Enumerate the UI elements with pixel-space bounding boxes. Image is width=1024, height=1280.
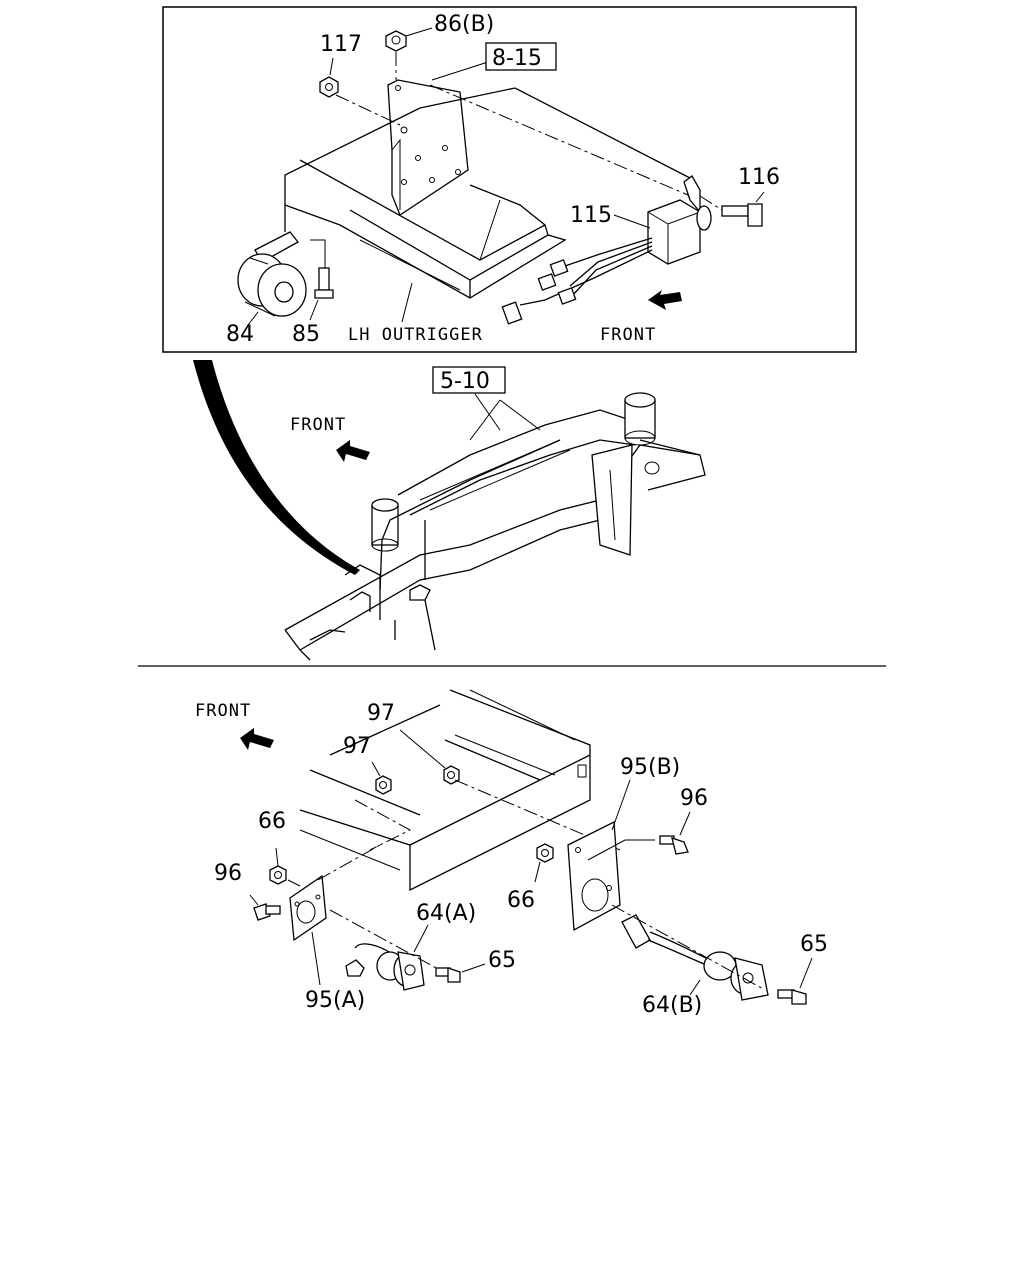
label-64b: 64(B) [642,993,702,1018]
nut-86b [385,27,433,52]
label-96-right: 96 [680,786,708,811]
label-66-right: 66 [507,888,535,913]
label-97-top: 97 [367,701,395,726]
plate-95a [289,874,327,986]
inset-frame [162,6,857,353]
bottom-trailer-socket-view: FRONT 97 97 95(B) 96 66 96 66 64(A) 65 9… [195,689,828,1018]
label-65-right: 65 [800,932,828,957]
label-84: 84 [226,322,254,347]
middle-frame-view: 5-10 FRONT [193,360,706,661]
connector-wires [501,237,653,325]
label-ref-8-15: 8-15 [492,46,542,71]
lh-outrigger-channel [284,159,567,299]
front-arrow-icon [648,290,682,310]
label-64a: 64(A) [416,901,476,926]
nut-117 [319,57,339,98]
label-front-middle: FRONT [290,415,346,435]
label-front-top: FRONT [600,325,656,345]
label-66-left: 66 [258,809,286,834]
label-96-left: 96 [214,861,242,886]
part-84-round-component [237,231,307,317]
frame-tank-right [624,392,656,446]
bolt-85 [309,239,334,321]
nut-97-a [375,775,392,795]
top-inset: 86(B) 117 8-15 116 115 84 85 LH OUTRIGGE… [162,6,857,353]
label-front-bottom: FRONT [195,701,251,721]
nut-66-right [534,843,554,883]
ref-5-10-box: 5-10 [432,366,506,394]
label-97-left: 97 [343,734,371,759]
label-65-left: 65 [488,948,516,973]
bolt-65-right [777,957,813,1005]
frame-tank-left [371,498,399,552]
bolt-96-right [587,811,691,861]
part-115-module [613,175,712,265]
label-85: 85 [292,322,320,347]
ref-8-15-box: 8-15 [485,42,557,71]
nut-66-left [269,847,287,885]
label-95a: 95(A) [305,988,365,1013]
label-lh-outrigger: LH OUTRIGGER [348,325,483,345]
label-117: 117 [320,32,362,57]
front-arrow-icon [240,728,274,750]
front-arrow-icon [336,440,370,462]
plate-95b [567,779,631,932]
socket-64b [621,914,769,1001]
socket-64a [345,924,429,991]
label-ref-5-10: 5-10 [440,369,490,394]
callout-swoosh [193,360,360,575]
label-115: 115 [570,203,612,228]
nut-97-b [443,765,460,785]
bolt-116 [699,191,765,227]
label-116: 116 [738,165,780,190]
bolt-65-left [435,963,486,983]
label-95b: 95(B) [620,755,680,780]
label-86b: 86(B) [434,12,494,37]
bolt-96-left [249,894,281,921]
